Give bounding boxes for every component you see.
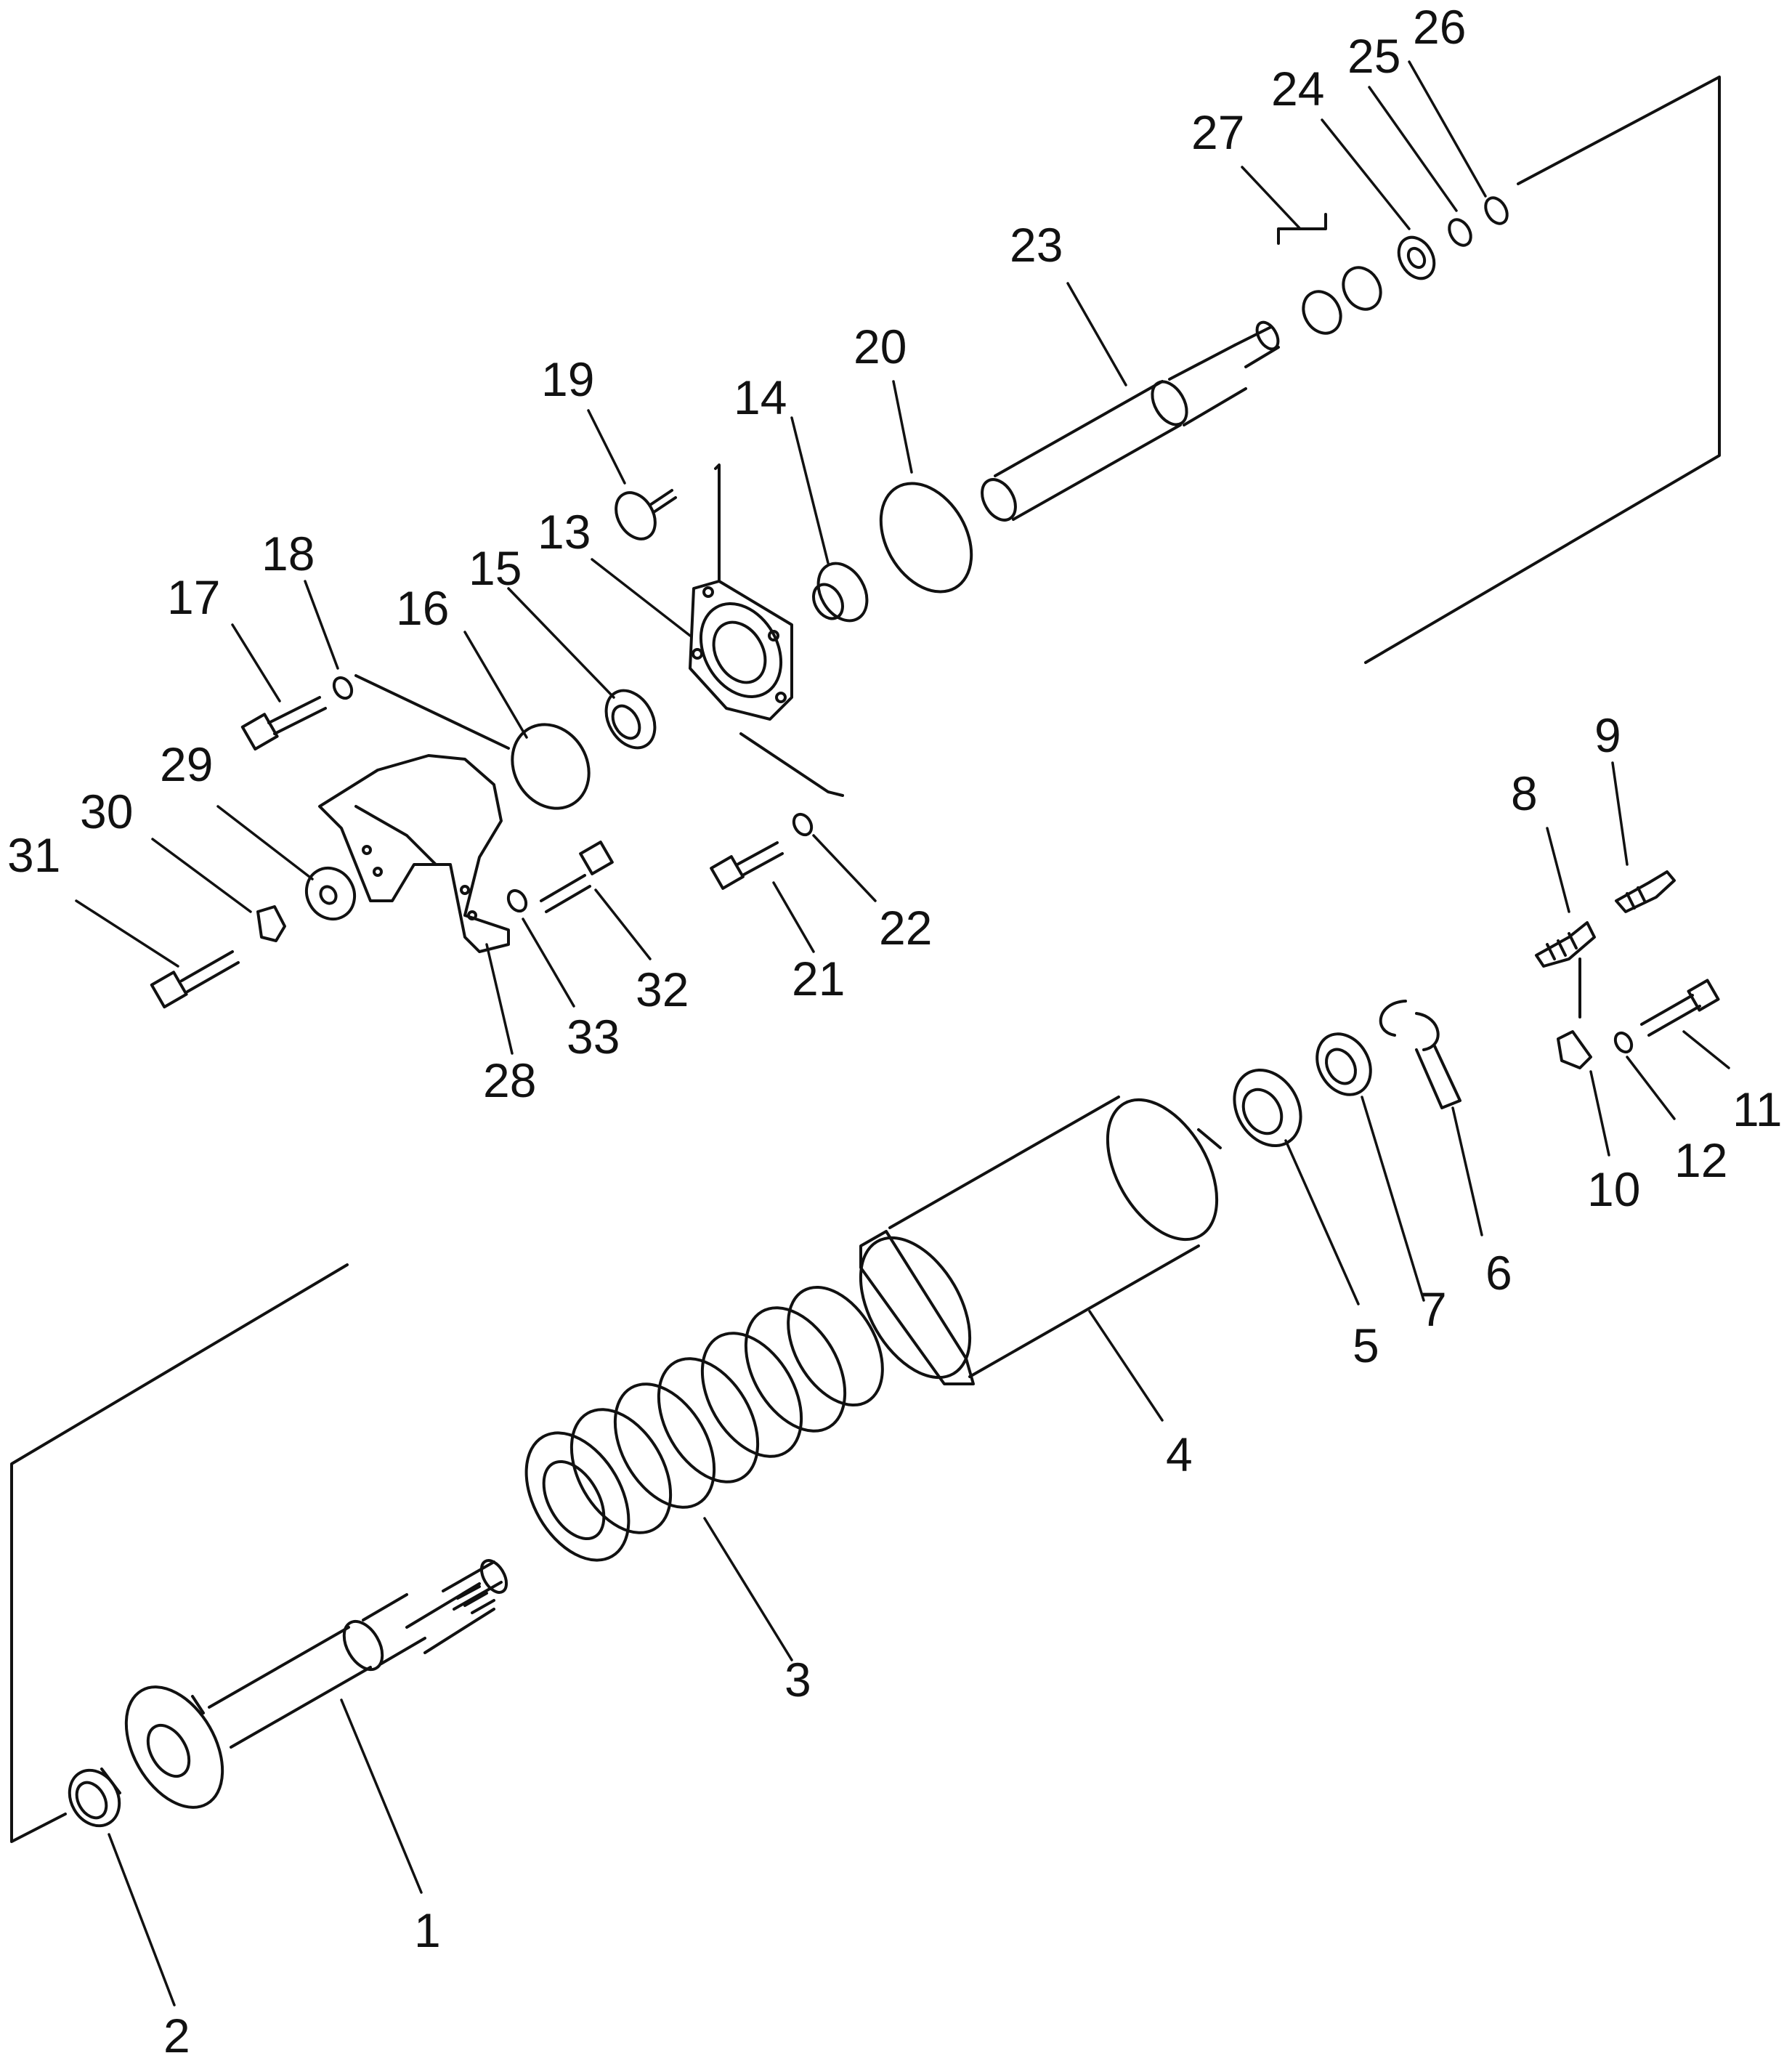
- part-6-split-ring: [1379, 1000, 1461, 1109]
- callout-labels: 1 2 3 4 5 6 7 8 9 10 11 12 13 14 15 16 1…: [7, 0, 1783, 2061]
- callout-13: 13: [538, 505, 591, 559]
- callout-8: 8: [1511, 766, 1538, 820]
- part-29-spacer: [304, 866, 357, 921]
- callout-5: 5: [1353, 1319, 1379, 1372]
- callout-17: 17: [167, 570, 220, 624]
- callout-1: 1: [414, 1903, 441, 1957]
- part-32-bolt: [540, 841, 614, 913]
- part-10-plate: [1557, 1030, 1592, 1069]
- part-5-nut: [1233, 1068, 1302, 1148]
- part-20-o-ring: [879, 482, 973, 594]
- part-7-washer: [1315, 1032, 1372, 1096]
- part-2-bushing: [68, 1768, 121, 1828]
- callout-31: 31: [7, 828, 60, 882]
- part-17-bolt: [240, 696, 327, 751]
- callout-9: 9: [1594, 708, 1621, 762]
- callout-25: 25: [1347, 29, 1400, 83]
- callout-7: 7: [1420, 1282, 1447, 1336]
- callout-23: 23: [1010, 218, 1063, 272]
- callout-29: 29: [160, 737, 213, 791]
- callout-6: 6: [1485, 1246, 1512, 1300]
- part-15-seal: [604, 689, 657, 750]
- callout-28: 28: [483, 1053, 536, 1107]
- part-8-valve: [1535, 921, 1596, 1019]
- callout-3: 3: [784, 1653, 811, 1706]
- part-26-snap-ring: [1484, 196, 1509, 225]
- part-3-spring: [524, 1285, 884, 1562]
- callout-21: 21: [792, 952, 845, 1005]
- leader-lines: [75, 60, 1730, 2007]
- callout-14: 14: [734, 371, 787, 424]
- callout-27: 27: [1191, 105, 1244, 159]
- part-11-bolt: [1640, 979, 1720, 1037]
- callout-16: 16: [396, 581, 449, 635]
- part-28-bracket: [318, 754, 510, 953]
- callout-12: 12: [1674, 1133, 1727, 1187]
- callout-4: 4: [1166, 1428, 1193, 1481]
- part-21-bolt: [710, 841, 784, 890]
- callout-22: 22: [879, 901, 932, 955]
- part-30-lock-plate: [256, 905, 286, 942]
- part-16-shim: [511, 723, 591, 810]
- part-1-rod: [124, 1559, 508, 1809]
- part-18-washer: [332, 674, 510, 750]
- part-27-bushings: [1277, 213, 1382, 335]
- part-9-grease-fitting: [1615, 870, 1676, 913]
- callout-26: 26: [1413, 0, 1466, 54]
- callout-33: 33: [567, 1010, 620, 1064]
- part-19-eye-bolt: [615, 489, 677, 540]
- callout-20: 20: [854, 320, 907, 373]
- part-12-washer: [1613, 1031, 1634, 1054]
- part-33-washer: [506, 888, 528, 913]
- assembly-bracket-lines: [10, 76, 1721, 1843]
- part-22-washer: [792, 812, 814, 837]
- part-24-nut: [1397, 235, 1436, 280]
- callout-19: 19: [541, 352, 594, 406]
- callout-10: 10: [1587, 1162, 1640, 1216]
- part-23-shaft: [981, 320, 1280, 522]
- callout-15: 15: [469, 541, 522, 595]
- part-25-washer: [1448, 218, 1472, 247]
- part-13-housing-flange: [689, 463, 844, 797]
- part-4-cylinder: [859, 1096, 1222, 1385]
- callout-18: 18: [261, 527, 315, 580]
- part-14-bearing: [812, 562, 869, 623]
- callout-2: 2: [163, 2009, 190, 2057]
- callout-30: 30: [80, 785, 133, 838]
- part-31-bolt: [150, 950, 240, 1009]
- callout-32: 32: [636, 963, 689, 1016]
- callout-24: 24: [1271, 62, 1324, 116]
- callout-11: 11: [1732, 1082, 1783, 1136]
